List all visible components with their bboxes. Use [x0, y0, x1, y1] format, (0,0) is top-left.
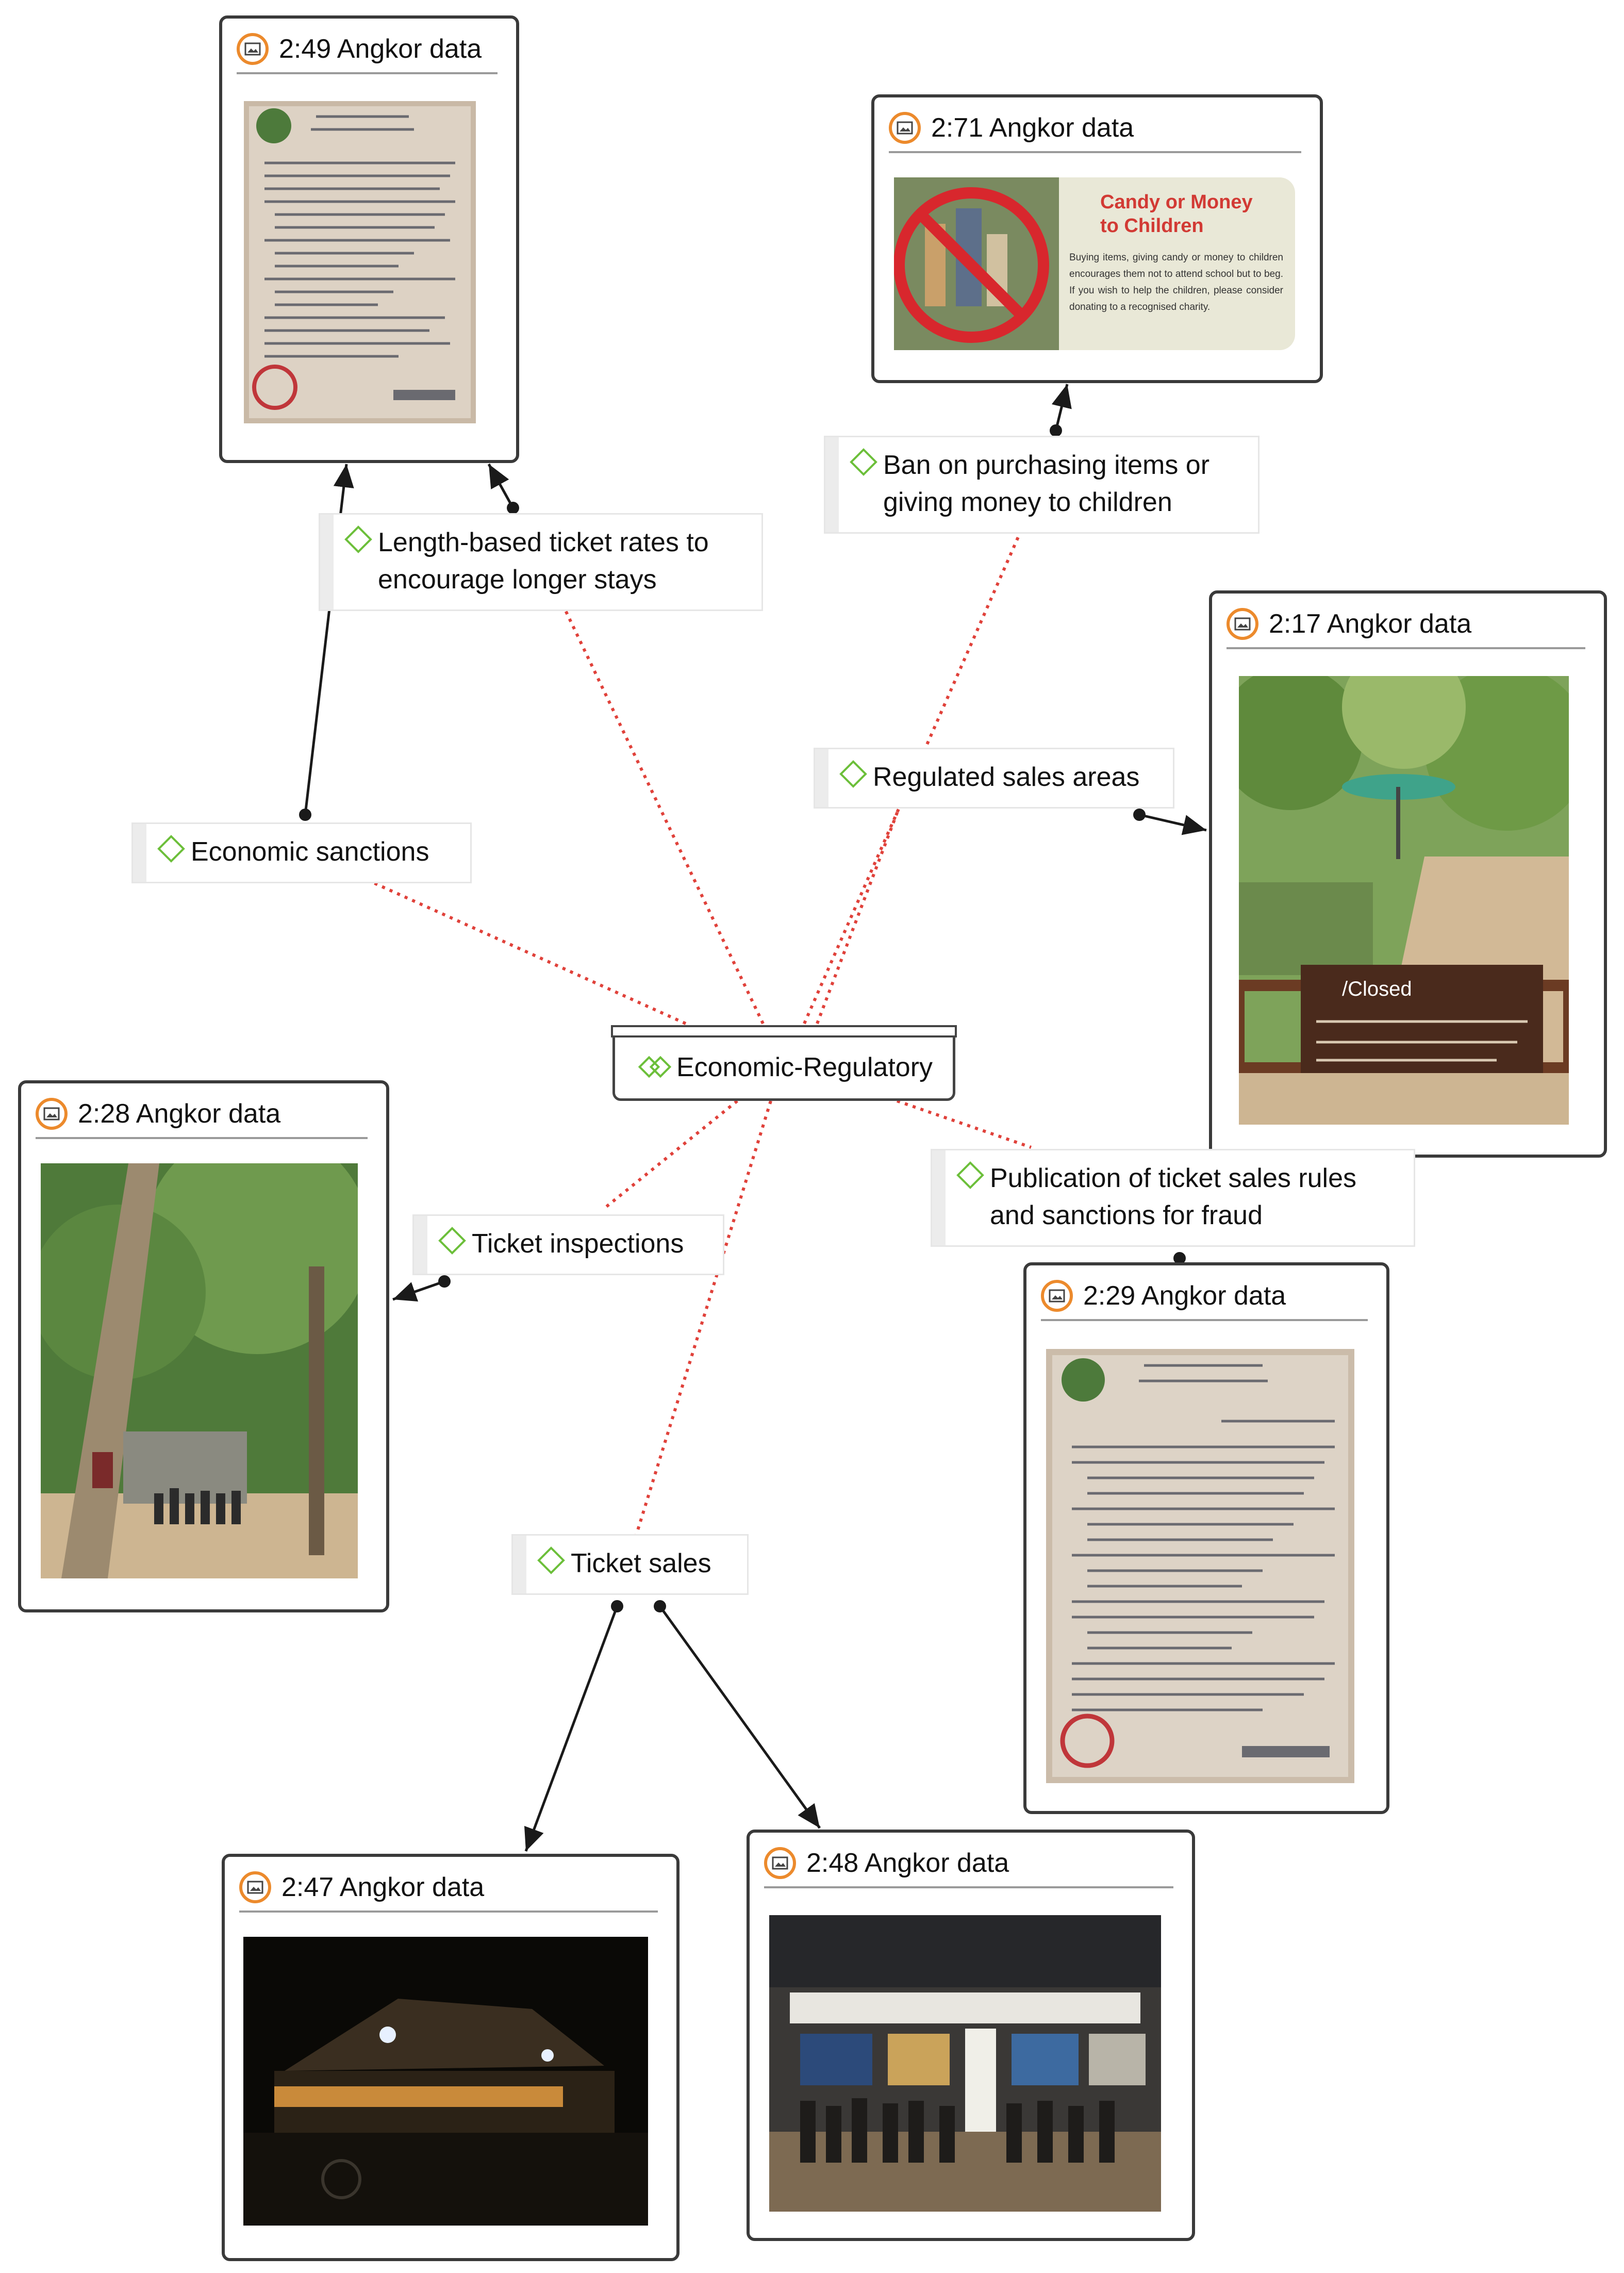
document-icon [36, 1098, 68, 1130]
code-diamond-icon [956, 1161, 984, 1189]
code-ticket-sales[interactable]: Ticket sales [511, 1534, 749, 1595]
document-thumbnail [41, 1163, 358, 1578]
code-group-icon [638, 1056, 672, 1078]
document-icon [764, 1847, 796, 1879]
code-group-economic-regulatory[interactable]: Economic-Regulatory [611, 1025, 957, 1101]
code-label: Economic sanctions [191, 837, 429, 867]
document-title: 2:47 Angkor data [281, 1872, 485, 1902]
assoc-ticket-sales[interactable] [633, 1100, 772, 1542]
link-sales-247[interactable] [524, 1606, 619, 1852]
document-2-17[interactable]: 2:17 Angkor data /Closed [1209, 590, 1607, 1158]
code-ticket-inspections[interactable]: Ticket inspections [412, 1214, 724, 1275]
assoc-publication[interactable] [897, 1099, 1032, 1149]
link-length-249[interactable] [487, 463, 515, 509]
code-diamond-icon [537, 1546, 565, 1574]
code-label: Ticket inspections [472, 1229, 684, 1259]
code-label: Regulated sales areas [873, 762, 1140, 792]
document-icon [1227, 608, 1258, 640]
link-ban-271[interactable] [1051, 384, 1072, 431]
document-links [299, 384, 1207, 1852]
document-thumbnail [244, 101, 476, 423]
document-thumbnail: /Closed [1239, 676, 1569, 1125]
document-thumbnail: Candy or Money to Children Buying items,… [894, 177, 1295, 350]
document-thumbnail [769, 1915, 1161, 2212]
code-economic-sanctions[interactable]: Economic sanctions [131, 822, 472, 883]
association-lines [370, 530, 1032, 1542]
code-publication-ticket-rules[interactable]: Publication of ticket sales rules and sa… [931, 1149, 1415, 1247]
assoc-length-based[interactable] [563, 607, 765, 1025]
sign-body: Buying items, giving candy or money to c… [1069, 252, 1283, 312]
code-diamond-icon [839, 760, 867, 788]
link-sales-248[interactable] [658, 1605, 821, 1829]
center-label: Economic-Regulatory [676, 1052, 933, 1082]
code-label: Ban on purchasing items or giving money … [883, 450, 1210, 517]
document-icon [889, 112, 921, 144]
assoc-economic-sanctions[interactable] [370, 880, 687, 1025]
sign-title-line1: Candy or Money [1100, 191, 1253, 213]
document-title: 2:48 Angkor data [806, 1848, 1009, 1878]
sign-title-line2: to Children [1100, 215, 1204, 237]
code-label: Length-based ticket rates to encourage l… [378, 528, 709, 595]
assoc-ban-children[interactable] [803, 530, 1022, 1025]
assoc-regulated-sales[interactable] [816, 798, 904, 1025]
group-bar [611, 1025, 957, 1037]
document-2-28[interactable]: 2:28 Angkor data [18, 1080, 389, 1612]
document-icon [239, 1871, 271, 1903]
code-diamond-icon [344, 525, 372, 553]
closed-sign-text: /Closed [1342, 978, 1412, 1000]
code-diamond-icon [850, 448, 877, 476]
document-2-29[interactable]: 2:29 Angkor data [1023, 1262, 1389, 1814]
code-diamond-icon [438, 1227, 466, 1255]
document-thumbnail [243, 1937, 648, 2226]
code-ban-on-purchasing[interactable]: Ban on purchasing items or giving money … [824, 436, 1260, 534]
document-thumbnail [1046, 1349, 1354, 1783]
link-regulated-217[interactable] [1139, 813, 1207, 835]
document-title: 2:28 Angkor data [78, 1099, 281, 1129]
document-title: 2:29 Angkor data [1083, 1281, 1286, 1311]
code-diamond-icon [157, 835, 185, 863]
link-inspections-228[interactable] [392, 1280, 445, 1302]
document-title: 2:17 Angkor data [1269, 609, 1472, 639]
document-title: 2:71 Angkor data [931, 113, 1134, 143]
document-2-49[interactable]: 2:49 Angkor data [219, 15, 519, 463]
document-2-71[interactable]: 2:71 Angkor data Candy or Money to Child… [871, 94, 1323, 383]
assoc-ticket-inspections[interactable] [602, 1099, 738, 1211]
document-2-48[interactable]: 2:48 Angkor data [747, 1830, 1195, 2241]
document-icon [237, 33, 269, 65]
code-length-based-ticket-rates[interactable]: Length-based ticket rates to encourage l… [319, 513, 763, 611]
code-regulated-sales-areas[interactable]: Regulated sales areas [814, 748, 1174, 809]
code-label: Publication of ticket sales rules and sa… [990, 1163, 1357, 1230]
document-title: 2:49 Angkor data [279, 34, 482, 64]
document-icon [1041, 1280, 1073, 1312]
document-2-47[interactable]: 2:47 Angkor data [222, 1854, 680, 2261]
code-label: Ticket sales [571, 1549, 711, 1578]
